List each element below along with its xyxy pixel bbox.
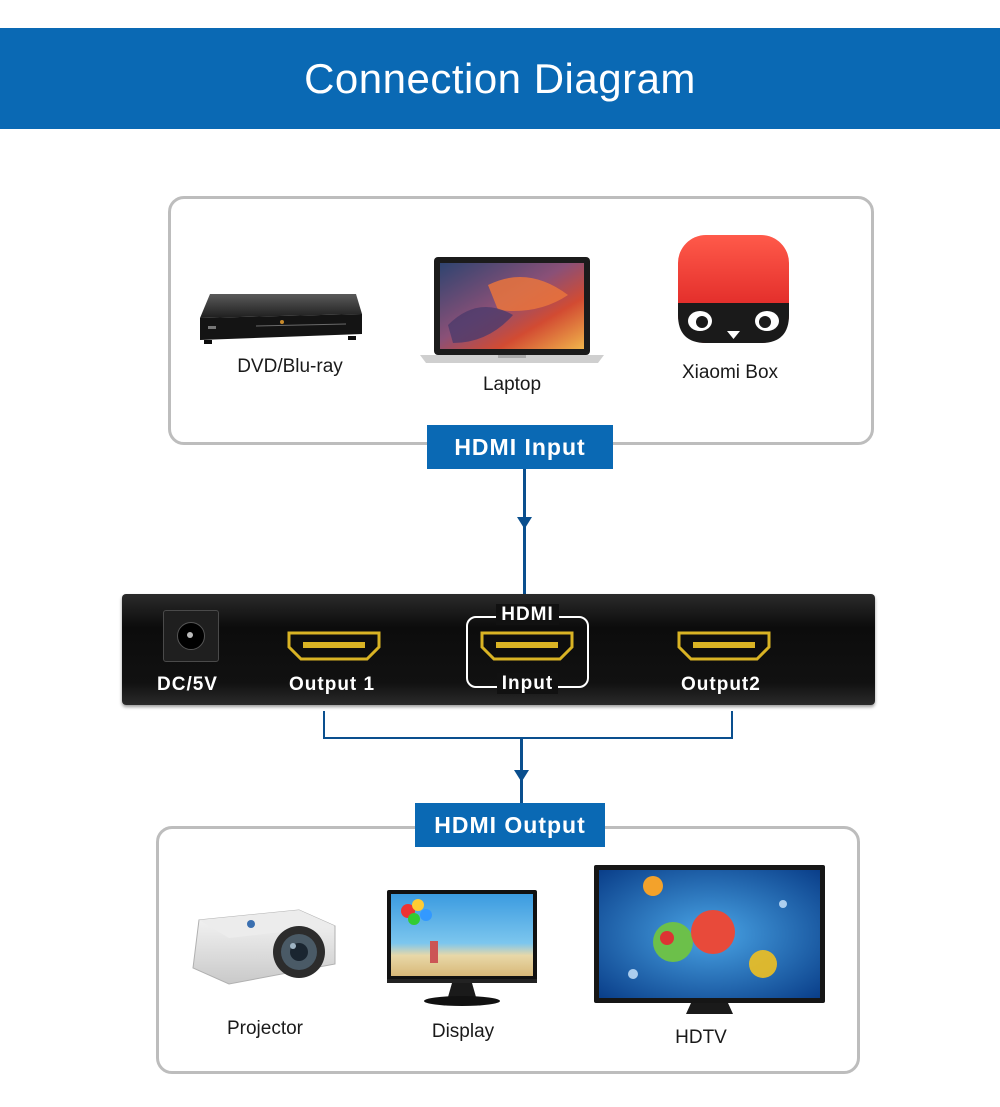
monitor-icon bbox=[387, 890, 537, 1006]
frame-bottom-wrap: Input bbox=[466, 673, 589, 695]
hdmi-input-tag: HDMI Input bbox=[427, 425, 613, 469]
down-arrow-icon bbox=[517, 517, 532, 529]
down-arrow-icon bbox=[514, 770, 529, 782]
output2-label: Output2 bbox=[681, 674, 761, 695]
output-bracket-line bbox=[323, 737, 733, 739]
hdmi-input-label: HDMI Input bbox=[454, 433, 586, 460]
output1-connector-line bbox=[323, 711, 325, 739]
hdmi-output-tag: HDMI Output bbox=[415, 803, 605, 847]
hdtv-label: HDTV bbox=[675, 1027, 727, 1048]
xiaomi-box-icon bbox=[678, 235, 789, 343]
hdmi-output2-port-icon bbox=[677, 631, 771, 661]
hdmi-input-port-icon bbox=[480, 631, 574, 661]
power-label: DC/5V bbox=[157, 674, 218, 695]
output2-connector-line bbox=[731, 711, 733, 739]
header-banner: Connection Diagram bbox=[0, 28, 1000, 129]
laptop-icon bbox=[420, 257, 604, 363]
dvd-player-icon bbox=[200, 294, 362, 344]
projector-label: Projector bbox=[226, 1018, 304, 1039]
frame-top-wrap: HDMI bbox=[466, 604, 589, 626]
xiaomi-label: Xiaomi Box bbox=[681, 362, 779, 383]
input-connector-line bbox=[523, 469, 526, 594]
input-port-label: Input bbox=[496, 673, 559, 694]
output1-label: Output 1 bbox=[289, 674, 376, 695]
page-title: Connection Diagram bbox=[304, 54, 696, 102]
projector-icon bbox=[192, 909, 336, 985]
power-jack-icon bbox=[163, 610, 219, 662]
display-label: Display bbox=[431, 1021, 495, 1042]
dvd-label: DVD/Blu-ray bbox=[237, 356, 343, 377]
hdtv-icon bbox=[594, 865, 825, 1014]
laptop-label: Laptop bbox=[482, 374, 542, 395]
hdmi-frame-label: HDMI bbox=[496, 604, 559, 625]
hdmi-output1-port-icon bbox=[287, 631, 381, 661]
hdmi-output-label: HDMI Output bbox=[434, 811, 586, 838]
